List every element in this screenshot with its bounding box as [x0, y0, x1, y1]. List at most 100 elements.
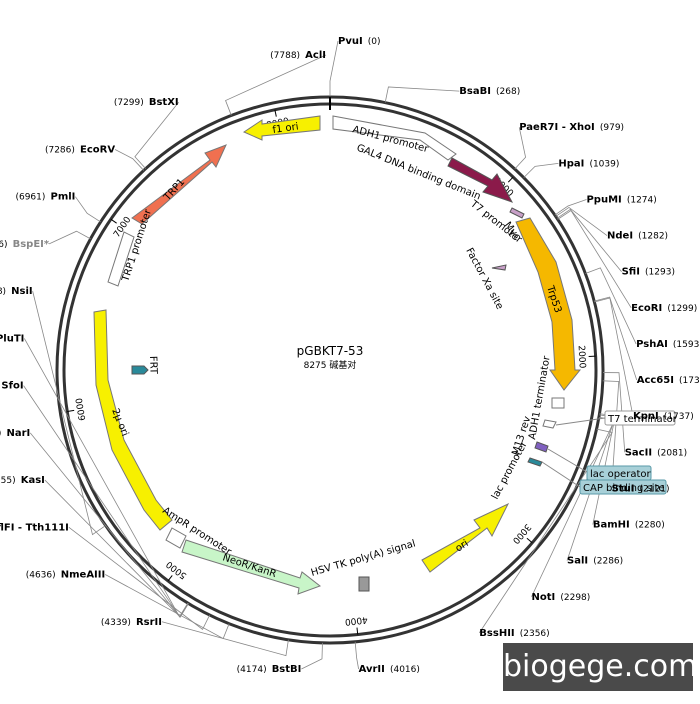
- restriction-site-label[interactable]: SfiI (1293): [622, 260, 675, 279]
- site-name: SfiI: [622, 267, 640, 278]
- site-name: SacII: [625, 447, 652, 458]
- site-name: BstXI: [149, 97, 179, 108]
- site-leader: [226, 55, 326, 115]
- feature-factor-xa[interactable]: [492, 265, 506, 270]
- site-position: (1733): [679, 376, 700, 386]
- tick-label: 2000: [576, 345, 587, 369]
- feature-frt[interactable]: [132, 366, 148, 374]
- site-name: PmlI: [50, 192, 75, 203]
- site-position: (1282): [638, 232, 668, 242]
- restriction-site-label[interactable]: PaeR7I - XhoI (979): [519, 115, 624, 134]
- restriction-site-label[interactable]: NdeI (1282): [607, 224, 668, 243]
- site-position: (1299): [667, 304, 697, 314]
- site-leader: [115, 149, 144, 170]
- feature-t7-terminator-mark[interactable]: [543, 420, 556, 428]
- site-position: (4856): [0, 429, 1, 439]
- tick-label: 4000: [344, 614, 368, 626]
- site-position: (1737): [664, 412, 694, 422]
- restriction-site-label[interactable]: EcoRI (1299): [631, 296, 697, 315]
- label-trp1: TRP1: [161, 177, 187, 204]
- site-position: (2298): [560, 593, 590, 603]
- restriction-site-label[interactable]: BssHII (2356): [479, 621, 549, 640]
- site-name: StuI: [612, 483, 635, 494]
- site-position: (4174): [237, 665, 267, 675]
- site-name: KpnI: [633, 411, 659, 422]
- site-name: Acc65I: [637, 375, 674, 386]
- site-position: (4016): [390, 665, 420, 675]
- site-leader: [524, 163, 559, 177]
- site-leader: [330, 41, 338, 97]
- site-name: RsrII: [136, 617, 162, 628]
- restriction-site-label[interactable]: SalI (2286): [567, 549, 623, 568]
- feature-myc[interactable]: [510, 208, 524, 218]
- restriction-site-label[interactable]: (5408) NsiI: [0, 279, 33, 298]
- restriction-site-label[interactable]: PshAI (1593): [636, 332, 700, 351]
- restriction-site-label[interactable]: BamHI (2280): [593, 513, 665, 532]
- restriction-site-label[interactable]: (4856) NarI: [0, 421, 30, 440]
- feature-ampr-promoter[interactable]: [166, 528, 186, 548]
- tick-7000: [111, 219, 117, 223]
- restriction-site-label[interactable]: (6961) PmlI: [15, 185, 75, 204]
- feature-hsv-tk[interactable]: [359, 577, 369, 591]
- tick-label: 3000: [510, 521, 533, 545]
- site-name: PluTI: [0, 333, 24, 344]
- restriction-site-label[interactable]: Acc65I (1733): [637, 368, 700, 387]
- feature-two-micron-ori[interactable]: [94, 310, 172, 530]
- restriction-site-label[interactable]: SacII (2081): [625, 440, 687, 459]
- feature-lac-promoter-mark[interactable]: [528, 458, 542, 466]
- site-position: (4339): [101, 618, 131, 628]
- site-name: BstBI: [272, 664, 302, 675]
- site-name: KasI: [21, 475, 45, 486]
- site-name: PshAI: [636, 339, 668, 350]
- restriction-site-label[interactable]: (4174) BstBI: [237, 657, 302, 676]
- plasmid-name: pGBKT7-53: [297, 344, 364, 358]
- site-name: PpuMI: [586, 194, 621, 205]
- site-name: SalI: [567, 556, 588, 567]
- site-position: (1293): [645, 268, 675, 278]
- restriction-site-label[interactable]: (4855) KasI: [0, 468, 45, 487]
- site-name: NarI: [6, 428, 30, 439]
- restriction-site-label[interactable]: (7286) EcoRV: [45, 137, 115, 156]
- site-name: PaeR7I - XhoI: [519, 122, 595, 133]
- site-leader: [45, 480, 189, 617]
- site-leader: [75, 197, 100, 222]
- restriction-site-label[interactable]: (4339) RsrII: [101, 610, 162, 629]
- label-f1-ori: f1 ori: [272, 121, 299, 136]
- restriction-site-label[interactable]: (7299) BstXI: [114, 90, 179, 109]
- feature-ori[interactable]: [422, 504, 508, 572]
- site-position: (268): [496, 87, 520, 97]
- restriction-site-label[interactable]: (4636) NmeAIII: [26, 563, 106, 582]
- feature-adh1-terminator[interactable]: [552, 398, 564, 408]
- site-leader: [555, 199, 587, 215]
- plasmid-size: 8275 碱基对: [304, 359, 357, 371]
- restriction-site-label[interactable]: PpuMI (1274): [586, 187, 656, 206]
- site-position: (1039): [589, 159, 619, 169]
- restriction-site-label[interactable]: (7788) AclI: [270, 43, 326, 62]
- feature-lac-operator-mark[interactable]: [535, 442, 548, 452]
- site-name: BspEI*: [13, 239, 50, 250]
- restriction-site-label[interactable]: HpaI (1039): [558, 151, 619, 170]
- site-name: NmeAIII: [61, 570, 105, 581]
- restriction-site-label[interactable]: (4739) PflFI - Tth111I: [0, 515, 69, 534]
- label-lac-operator: lac operator: [590, 469, 651, 480]
- restriction-site-label[interactable]: (4857) SfoI: [0, 374, 24, 393]
- restriction-site-label[interactable]: BsaBI (268): [459, 79, 520, 98]
- restriction-site-label[interactable]: NotI (2298): [532, 585, 591, 604]
- site-name: SfoI: [1, 381, 23, 392]
- site-position: (4855): [0, 476, 16, 486]
- restriction-site-label[interactable]: PvuI (0): [338, 29, 381, 48]
- site-name: PvuI: [338, 36, 363, 47]
- site-leader: [385, 87, 459, 103]
- restriction-site-label[interactable]: (6866) BspEI*: [0, 232, 50, 251]
- restriction-site-label[interactable]: AvrII (4016): [359, 657, 420, 676]
- watermark: biogege.com: [503, 643, 693, 691]
- tick-1000: [508, 177, 513, 182]
- site-name: PflFI - Tth111I: [0, 522, 69, 533]
- restriction-site-label[interactable]: (4859) PluTI: [0, 326, 24, 345]
- label-hsv-tk: HSV TK poly(A) signal: [310, 538, 417, 578]
- site-name: EcoRI: [631, 303, 662, 314]
- restriction-site-label[interactable]: KpnI (1737): [633, 404, 694, 423]
- site-position: (1593): [673, 340, 700, 350]
